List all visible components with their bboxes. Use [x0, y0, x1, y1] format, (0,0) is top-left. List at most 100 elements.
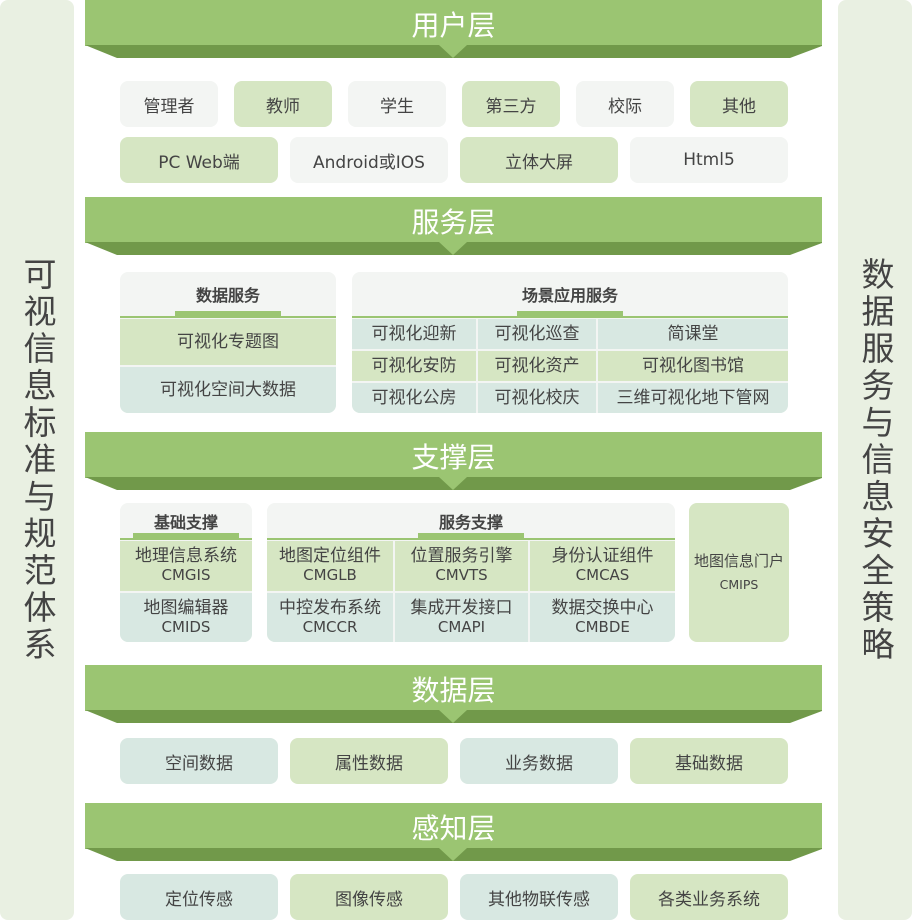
header-accent — [418, 533, 524, 538]
user-role-box: 校际 — [576, 81, 674, 127]
component-name: 数据交换中心 — [551, 597, 654, 618]
client-box: 立体大屏 — [460, 137, 618, 183]
banner-shape — [85, 197, 822, 255]
user-layer-banner: 用户层 — [85, 0, 822, 58]
panel-title: 服务支撑 — [438, 512, 503, 532]
data-box: 基础数据 — [630, 738, 788, 784]
client-box: Android或IOS — [290, 137, 448, 183]
scene-service-item: 可视化安防 — [352, 351, 476, 381]
item-label: 可视化迎新 — [371, 323, 457, 344]
header-accent — [133, 533, 239, 538]
banner-shape — [85, 0, 822, 58]
component-name: 地图信息门户 — [693, 551, 784, 570]
user-role-box: 其他 — [690, 81, 788, 127]
scene-service-item: 可视化公房 — [352, 383, 476, 413]
item-label: 可视化专题图 — [177, 331, 279, 352]
scene-service-item: 可视化迎新 — [352, 319, 476, 349]
panel-title: 数据服务 — [195, 286, 260, 305]
component-code: CMVTS — [435, 566, 488, 584]
user-role-box: 管理者 — [120, 81, 218, 127]
perception-layer-banner: 感知层 — [85, 803, 822, 861]
component-code: CMAPI — [437, 617, 486, 636]
service-layer-banner: 服务层 — [85, 197, 822, 255]
item-label: 可视化校庆 — [494, 387, 580, 408]
component-code: CMIDS — [161, 617, 211, 636]
component-code: CMBDE — [575, 617, 630, 636]
scene-service-item: 三维可视化地下管网 — [598, 383, 788, 413]
component-name: 位置服务引擎 — [410, 546, 513, 566]
perception-box: 各类业务系统 — [630, 874, 788, 920]
left-sidebar-label: 可视信息标准与规范体系 — [18, 256, 57, 664]
panel-title: 基础支撑 — [153, 512, 218, 532]
component-code: CMCCR — [302, 617, 358, 636]
panel-header: 服务支撑 — [267, 503, 675, 540]
data-service-item: 可视化专题图 — [120, 319, 336, 365]
data-box: 业务数据 — [460, 738, 618, 784]
item-label: 可视化巡查 — [494, 323, 580, 344]
perception-box: 图像传感 — [290, 874, 448, 920]
scene-service-item: 简课堂 — [598, 319, 788, 349]
client-box: PC Web端 — [120, 137, 278, 183]
right-sidebar-security: 数据服务与信息安全策略 — [838, 0, 912, 920]
component-code: CMIPS — [719, 576, 759, 592]
user-role-box: 第三方 — [462, 81, 560, 127]
data-service-item: 可视化空间大数据 — [120, 367, 336, 413]
perception-layer-title: 感知层 — [411, 812, 496, 845]
banner-shape — [85, 432, 822, 490]
component-name: 身份认证组件 — [551, 546, 654, 566]
data-layer-title: 数据层 — [411, 674, 496, 707]
perception-box: 定位传感 — [120, 874, 278, 920]
map-portal-box: 地图信息门户 CMIPS — [689, 503, 789, 642]
component-code: CMGLB — [303, 566, 357, 584]
scene-service-item: 可视化资产 — [478, 351, 596, 381]
component-code: CMCAS — [575, 566, 630, 584]
data-layer-banner: 数据层 — [85, 665, 822, 723]
component-name: 地理信息系统 — [135, 546, 237, 566]
scene-service-item: 可视化图书馆 — [598, 351, 788, 381]
data-box: 空间数据 — [120, 738, 278, 784]
component-name: 地图编辑器 — [143, 597, 229, 618]
item-label: 可视化图书馆 — [642, 355, 744, 376]
panel-header: 场景应用服务 — [352, 272, 788, 318]
panel-header: 数据服务 — [120, 272, 336, 318]
user-role-box: 教师 — [234, 81, 332, 127]
scene-service-item: 可视化巡查 — [478, 319, 596, 349]
left-sidebar-standards: 可视信息标准与规范体系 — [0, 0, 74, 920]
scene-services-panel: 场景应用服务可视化迎新 可视化巡查 简课堂可视化安防 可视化资产 可视化图书馆可视化公房… — [352, 272, 788, 413]
item-label: 简课堂 — [667, 323, 719, 344]
support-layer-title: 支撑层 — [411, 441, 496, 474]
perception-box: 其他物联传感 — [460, 874, 618, 920]
item-label: 可视化安防 — [371, 355, 457, 376]
client-box: Html5 — [630, 137, 788, 183]
component-name: 中控发布系统 — [279, 597, 381, 618]
item-label: 可视化空间大数据 — [160, 379, 296, 400]
header-accent — [175, 311, 281, 316]
scene-service-item: 可视化校庆 — [478, 383, 596, 413]
user-role-box: 学生 — [348, 81, 446, 127]
item-label: 可视化资产 — [494, 355, 580, 376]
panel-header: 基础支撑 — [120, 503, 252, 540]
support-layer-banner: 支撑层 — [85, 432, 822, 490]
component-name: 地图定位组件 — [279, 546, 381, 566]
banner-shape — [85, 665, 822, 723]
panel-title: 场景应用服务 — [521, 286, 618, 305]
service-layer-title: 服务层 — [411, 206, 496, 239]
item-label: 可视化公房 — [371, 387, 457, 408]
data-box: 属性数据 — [290, 738, 448, 784]
component-name: 集成开发接口 — [410, 597, 513, 618]
user-layer-title: 用户层 — [411, 9, 496, 42]
banner-shape — [85, 803, 822, 861]
component-code: CMGIS — [161, 566, 211, 584]
right-sidebar-label: 数据服务与信息安全策略 — [856, 256, 895, 664]
header-accent — [517, 311, 623, 316]
